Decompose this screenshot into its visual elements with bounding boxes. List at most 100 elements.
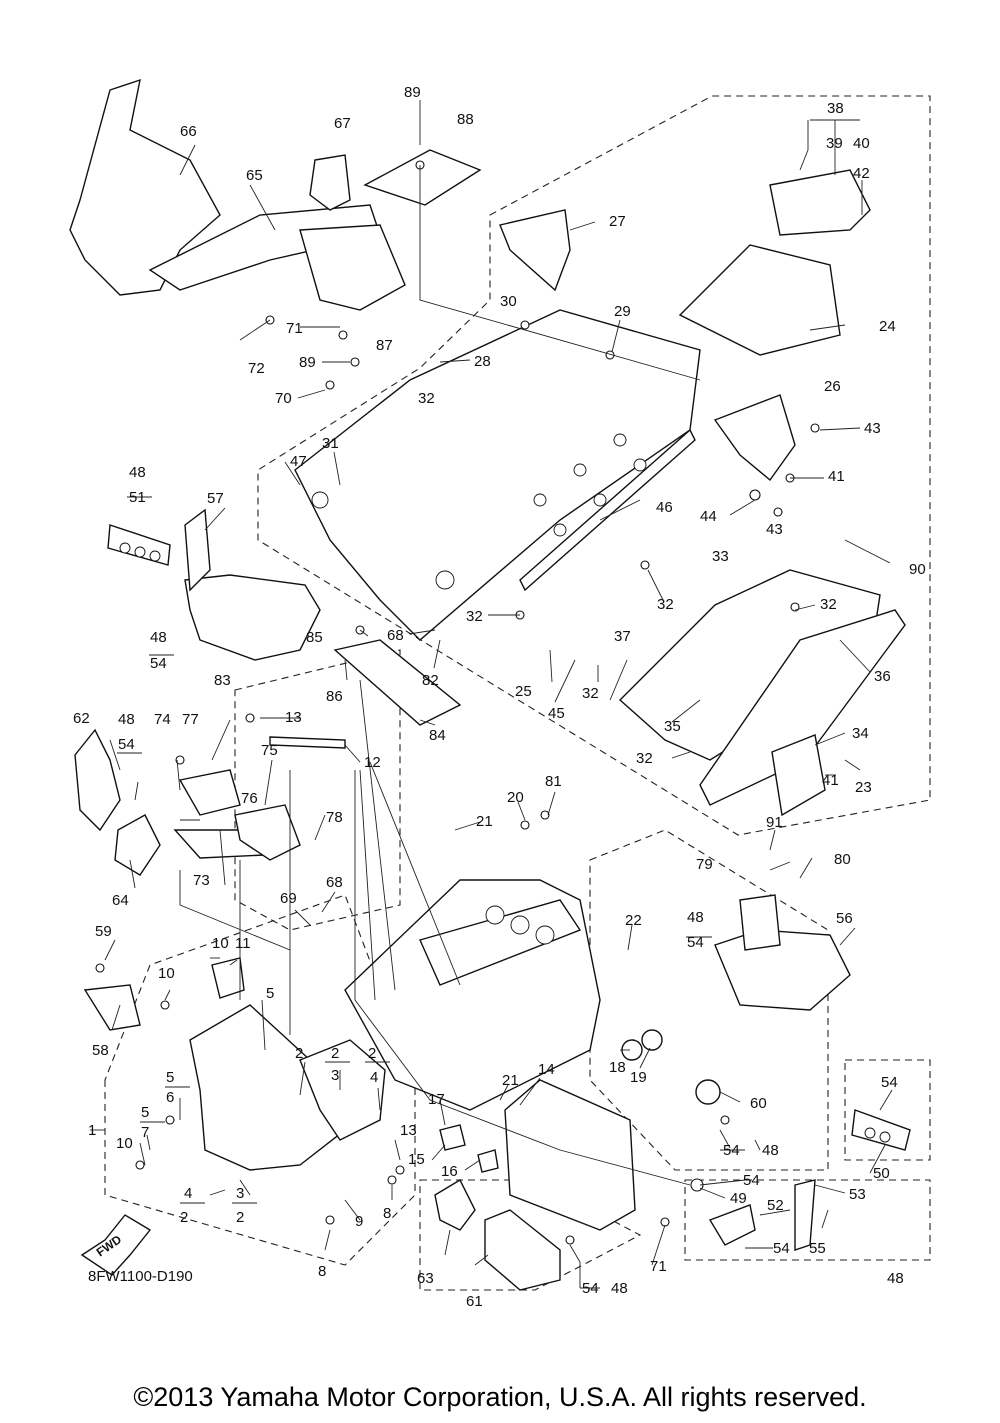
callout-11: 11 bbox=[235, 935, 251, 952]
callout-10: 10 bbox=[116, 1135, 133, 1152]
callout-67: 67 bbox=[334, 115, 351, 132]
callout-82: 82 bbox=[422, 672, 439, 689]
callout-76: 76 bbox=[241, 790, 258, 807]
callout-66: 66 bbox=[180, 123, 197, 140]
callout-74: 74 bbox=[154, 711, 171, 728]
callout-6: 6 bbox=[166, 1089, 174, 1106]
callout-15: 15 bbox=[408, 1151, 425, 1168]
callout-54: 54 bbox=[773, 1240, 790, 1257]
callout-9: 9 bbox=[355, 1213, 363, 1230]
callout-54: 54 bbox=[687, 934, 704, 951]
callout-13: 13 bbox=[400, 1122, 417, 1139]
callout-86: 86 bbox=[326, 688, 343, 705]
callout-68: 68 bbox=[387, 627, 404, 644]
callout-16: 16 bbox=[441, 1163, 458, 1180]
callout-48: 48 bbox=[611, 1280, 628, 1297]
callout-12: 12 bbox=[364, 754, 381, 771]
callout-2: 2 bbox=[331, 1045, 339, 1062]
callout-54: 54 bbox=[150, 655, 167, 672]
callout-69: 69 bbox=[280, 890, 297, 907]
callout-32: 32 bbox=[657, 596, 674, 613]
callout-53: 53 bbox=[849, 1186, 866, 1203]
callout-20: 20 bbox=[507, 789, 524, 806]
callout-62: 62 bbox=[73, 710, 90, 727]
callout-46: 46 bbox=[656, 499, 673, 516]
callout-22: 22 bbox=[625, 912, 642, 929]
callout-2: 2 bbox=[295, 1045, 303, 1062]
callout-8: 8 bbox=[318, 1263, 326, 1280]
callout-35: 35 bbox=[664, 718, 681, 735]
callout-56: 56 bbox=[836, 910, 853, 927]
callout-58: 58 bbox=[92, 1042, 109, 1059]
callout-42: 42 bbox=[853, 165, 870, 182]
callout-91: 91 bbox=[766, 814, 783, 831]
callout-10: 10 bbox=[158, 965, 175, 982]
callout-61: 61 bbox=[466, 1293, 483, 1310]
callout-32: 32 bbox=[418, 390, 435, 407]
callout-21: 21 bbox=[502, 1072, 519, 1089]
callout-84: 84 bbox=[429, 727, 446, 744]
callout-54: 54 bbox=[881, 1074, 898, 1091]
callout-24: 24 bbox=[879, 318, 896, 335]
callout-28: 28 bbox=[474, 353, 491, 370]
callout-5: 5 bbox=[166, 1069, 174, 1086]
callout-39: 39 bbox=[826, 135, 843, 152]
callout-89: 89 bbox=[299, 354, 316, 371]
callout-19: 19 bbox=[630, 1069, 647, 1086]
hole-patterns bbox=[119, 433, 891, 1143]
callout-7: 7 bbox=[141, 1124, 149, 1141]
callout-52: 52 bbox=[767, 1197, 784, 1214]
callout-21: 21 bbox=[476, 813, 493, 830]
callout-8: 8 bbox=[383, 1205, 391, 1222]
part-drawings bbox=[69, 78, 911, 1291]
callout-33: 33 bbox=[712, 548, 729, 565]
callout-64: 64 bbox=[112, 892, 129, 909]
callout-54: 54 bbox=[118, 736, 135, 753]
callout-54: 54 bbox=[743, 1172, 760, 1189]
callout-80: 80 bbox=[834, 851, 851, 868]
callout-71: 71 bbox=[650, 1258, 667, 1275]
callout-48: 48 bbox=[118, 711, 135, 728]
callout-4: 4 bbox=[184, 1185, 192, 1202]
callout-10: 10 bbox=[212, 935, 229, 952]
callout-labels: 1 2 2 2 2 2 3 3 4 4 5 5 5 6 7 8 8 9 10 1… bbox=[73, 84, 926, 1310]
callout-48: 48 bbox=[150, 629, 167, 646]
callout-38: 38 bbox=[827, 100, 844, 117]
callout-72: 72 bbox=[248, 360, 265, 377]
callout-81: 81 bbox=[545, 773, 562, 790]
callout-17: 17 bbox=[428, 1091, 445, 1108]
callout-89: 89 bbox=[404, 84, 421, 101]
callout-2: 2 bbox=[368, 1045, 376, 1062]
callout-48: 48 bbox=[687, 909, 704, 926]
callout-44: 44 bbox=[700, 508, 717, 525]
callout-13: 13 bbox=[285, 709, 302, 726]
callout-31: 31 bbox=[322, 435, 339, 452]
callout-57: 57 bbox=[207, 490, 224, 507]
callout-32: 32 bbox=[582, 685, 599, 702]
callout-68: 68 bbox=[326, 874, 343, 891]
callout-75: 75 bbox=[261, 742, 278, 759]
callout-25: 25 bbox=[515, 683, 532, 700]
callout-18: 18 bbox=[609, 1059, 626, 1076]
callout-50: 50 bbox=[873, 1165, 890, 1182]
callout-88: 88 bbox=[457, 111, 474, 128]
callout-2: 2 bbox=[180, 1209, 188, 1226]
callout-14: 14 bbox=[538, 1061, 555, 1078]
callout-41: 41 bbox=[822, 772, 839, 789]
leader-lines bbox=[90, 100, 893, 1289]
callout-2: 2 bbox=[236, 1209, 244, 1226]
callout-5: 5 bbox=[141, 1104, 149, 1121]
callout-5: 5 bbox=[266, 985, 274, 1002]
callout-79: 79 bbox=[696, 856, 713, 873]
callout-49: 49 bbox=[730, 1190, 747, 1207]
callout-48: 48 bbox=[129, 464, 146, 481]
callout-23: 23 bbox=[855, 779, 872, 796]
callout-3: 3 bbox=[236, 1185, 244, 1202]
assembly-boundaries bbox=[104, 95, 931, 1291]
callout-77: 77 bbox=[182, 711, 199, 728]
callout-36: 36 bbox=[874, 668, 891, 685]
callout-43: 43 bbox=[766, 521, 783, 538]
callout-40: 40 bbox=[853, 135, 870, 152]
callout-73: 73 bbox=[193, 872, 210, 889]
